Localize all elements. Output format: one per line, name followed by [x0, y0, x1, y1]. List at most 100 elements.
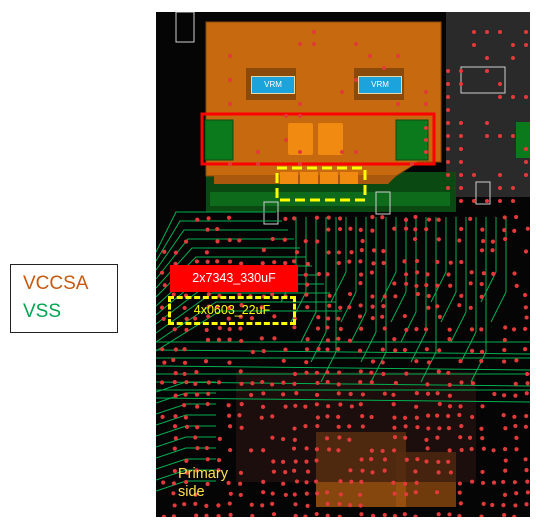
via — [204, 250, 209, 255]
primary-side-label: Primary side — [178, 465, 228, 501]
via — [485, 199, 489, 203]
trace — [340, 217, 357, 323]
via — [502, 228, 507, 233]
via — [481, 271, 486, 276]
via — [314, 447, 320, 452]
via — [511, 186, 515, 190]
component-outline-2 — [475, 181, 491, 205]
via — [171, 481, 177, 486]
via — [413, 490, 418, 495]
trace — [156, 220, 282, 262]
trace — [370, 217, 387, 383]
via — [256, 150, 260, 154]
via — [298, 102, 302, 106]
via — [459, 147, 463, 151]
via — [303, 514, 308, 517]
via — [239, 338, 244, 344]
trace — [156, 211, 276, 253]
via — [271, 512, 277, 517]
via — [270, 491, 275, 496]
via — [502, 337, 507, 343]
via — [173, 414, 178, 419]
via — [348, 226, 353, 231]
via — [490, 248, 495, 253]
via — [393, 380, 399, 386]
via — [161, 316, 166, 321]
via — [162, 360, 167, 365]
via — [472, 30, 476, 34]
via — [459, 423, 464, 429]
trace — [390, 217, 407, 323]
via — [414, 404, 419, 409]
via — [249, 316, 255, 321]
via — [347, 259, 352, 264]
via — [498, 186, 502, 190]
via — [281, 459, 286, 464]
trace — [440, 217, 457, 323]
via — [524, 315, 529, 320]
via — [172, 327, 177, 332]
via — [304, 292, 309, 297]
via — [424, 150, 428, 154]
via — [256, 162, 260, 166]
via — [382, 468, 387, 473]
via — [448, 283, 453, 288]
via — [194, 259, 199, 264]
via — [194, 468, 199, 473]
via — [434, 490, 440, 495]
via — [446, 426, 452, 431]
via — [402, 512, 407, 517]
pad-2 — [318, 123, 343, 155]
via — [260, 404, 266, 409]
via — [314, 402, 319, 407]
via — [171, 357, 176, 363]
via — [204, 445, 209, 451]
via — [446, 95, 450, 99]
via — [524, 147, 528, 151]
via — [485, 30, 489, 34]
trace — [156, 349, 530, 355]
via — [195, 404, 200, 409]
via — [380, 347, 385, 352]
via — [205, 481, 210, 487]
via — [359, 326, 364, 331]
via — [260, 503, 265, 508]
via — [326, 404, 331, 409]
via — [503, 236, 508, 242]
via — [195, 425, 200, 430]
via — [447, 448, 452, 453]
via — [292, 492, 297, 497]
via — [272, 314, 277, 319]
via — [195, 446, 200, 451]
via — [503, 458, 508, 463]
via — [304, 491, 309, 496]
via — [502, 492, 508, 497]
via — [292, 381, 297, 387]
via — [183, 415, 188, 420]
via — [304, 282, 310, 287]
pcb-artwork — [156, 12, 530, 517]
trace — [480, 217, 497, 303]
via — [436, 470, 441, 475]
bulk-caps-highlight — [200, 112, 436, 166]
trace — [156, 310, 342, 352]
via — [183, 479, 189, 485]
via — [358, 303, 363, 308]
via — [294, 250, 300, 255]
via — [522, 292, 528, 298]
via — [447, 382, 452, 387]
via — [338, 402, 343, 407]
via — [458, 435, 463, 440]
via — [525, 479, 530, 484]
via — [226, 316, 231, 321]
via — [424, 437, 429, 442]
via — [358, 272, 364, 277]
via — [368, 54, 372, 58]
via — [228, 162, 232, 166]
via — [410, 162, 414, 166]
via — [459, 447, 464, 453]
via — [513, 423, 518, 429]
via — [291, 446, 297, 451]
component-outline-1 — [460, 66, 506, 94]
via — [426, 426, 431, 431]
